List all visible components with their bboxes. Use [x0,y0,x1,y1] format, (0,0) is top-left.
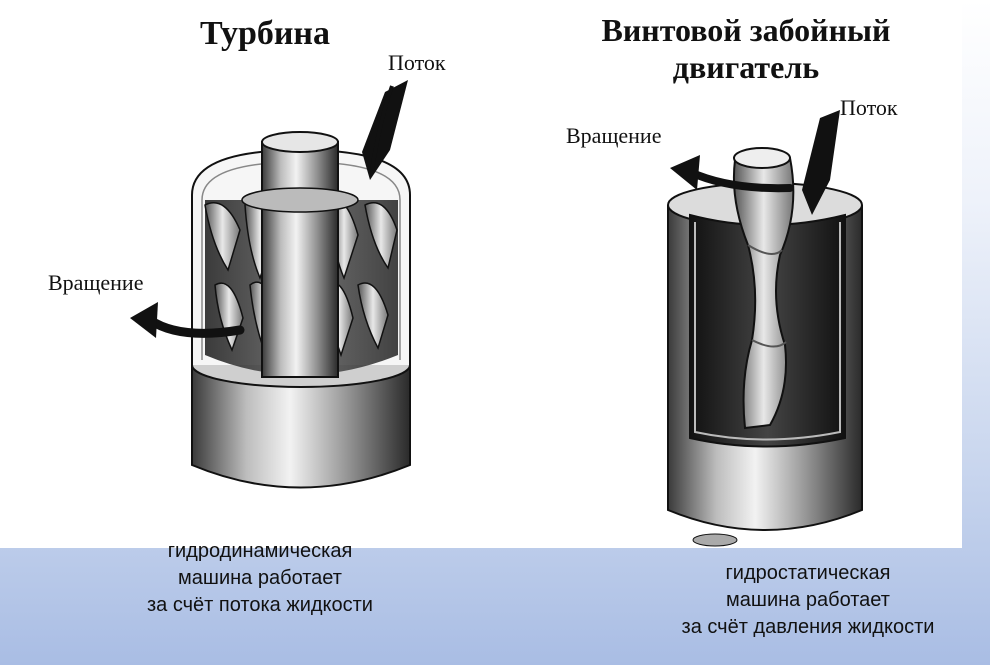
turbine-caption-line2: машина работает [178,567,342,589]
turbine-title: Турбина [199,15,331,52]
screw-motor-figure [667,110,863,547]
screw-motor-title-line1: Винтовой забойный [601,12,891,48]
screw-motor-caption-line3: за счёт давления жидкости [681,616,935,638]
screw-motor-flow-label: Поток [840,95,898,120]
diagram-illustration [130,80,863,547]
screw-motor-rotation-label: Вращение [566,123,662,148]
turbine-rotation-label: Вращение [48,270,144,295]
screw-motor-caption-line1: гидростатическая [725,562,891,584]
turbine-caption: гидродинамическая машина работает за счё… [95,538,425,619]
turbine-flow-label: Поток [388,50,446,75]
turbine-caption-line1: гидродинамическая [167,540,353,562]
screw-motor-title-line2: двигатель [672,48,820,85]
screw-motor-caption: гидростатическая машина работает за счёт… [630,560,986,641]
turbine-caption-line3: за счёт потока жидкости [147,594,373,616]
screw-motor-caption-line2: машина работает [726,589,890,611]
turbine-figure [130,80,411,489]
screw-motor-title: Винтовой забойный двигатель [560,12,932,86]
diagram-panel: Турбина Поток Вращение Винтовой забойный… [48,12,932,547]
